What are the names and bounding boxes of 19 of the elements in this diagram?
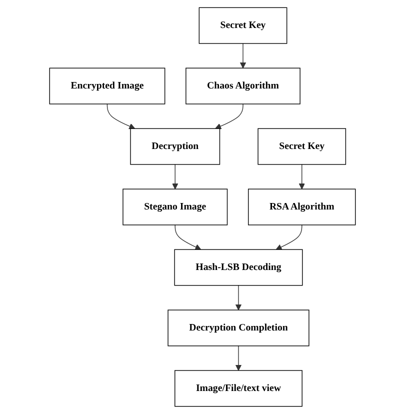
arrow bbox=[298, 164, 304, 190]
node-box: Decryption bbox=[130, 128, 220, 165]
node-box: Secret Key bbox=[257, 128, 346, 165]
node-box: Chaos Algorithm bbox=[185, 68, 300, 104]
node-box: Image/File/text view bbox=[174, 370, 302, 407]
arrow bbox=[239, 43, 246, 68]
arrow bbox=[214, 104, 243, 130]
arrow bbox=[234, 285, 242, 310]
arrow bbox=[275, 224, 302, 250]
node-box: Stegano Image bbox=[122, 188, 228, 226]
node-box: RSA Algorithm bbox=[248, 188, 356, 226]
node-box: Decryption Completion bbox=[167, 310, 309, 346]
node-box: Encrypted Image bbox=[48, 68, 165, 104]
arrow bbox=[234, 346, 242, 371]
arrow bbox=[172, 164, 178, 190]
arrow bbox=[106, 104, 135, 130]
arrow bbox=[174, 224, 201, 250]
node-box: Secret Key bbox=[198, 7, 287, 44]
node-box: Hash-LSB Decoding bbox=[174, 249, 302, 286]
